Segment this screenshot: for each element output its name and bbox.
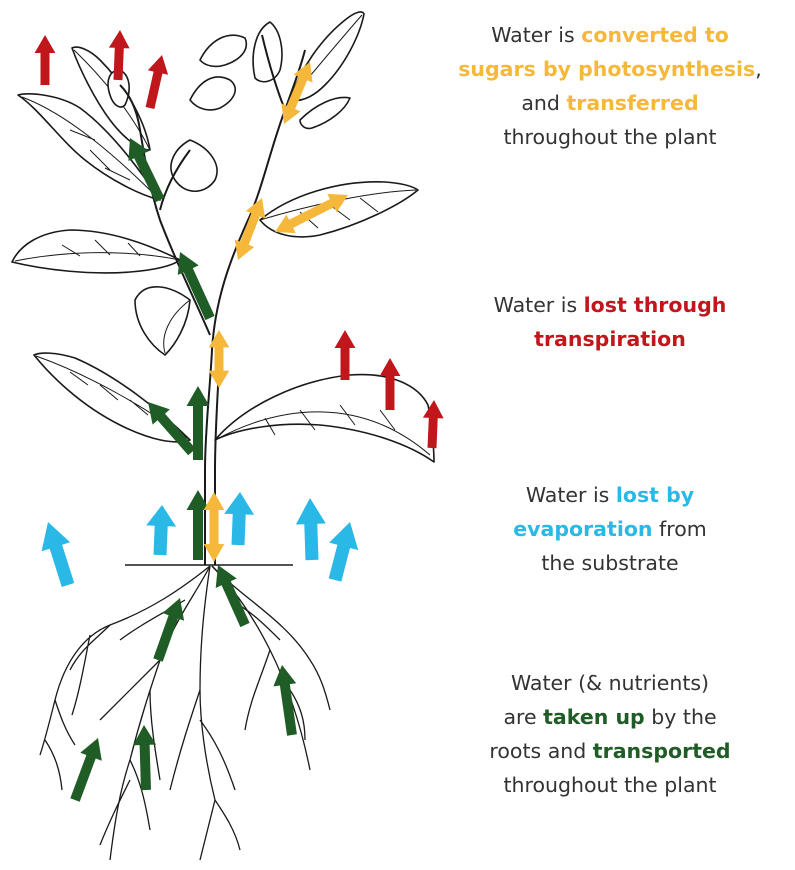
leaf: [300, 97, 350, 128]
caption-evaporation: Water is lost by evaporation from the su…: [440, 478, 780, 580]
evaporation-arrow: [329, 522, 359, 582]
transpiration-arrow: [146, 55, 169, 109]
uptake-arrow: [153, 598, 184, 662]
caption-text: Water is: [491, 23, 581, 47]
caption-text: roots and: [489, 739, 592, 763]
evaporation-arrow: [146, 505, 176, 555]
leaf: [190, 77, 235, 110]
caption-highlight: transpiration: [534, 327, 686, 351]
evaporation-arrow: [224, 492, 254, 545]
uptake-arrow: [187, 490, 210, 560]
main-stem: [205, 50, 305, 565]
caption-highlight: converted to: [581, 23, 729, 47]
caption-highlight: evaporation: [513, 517, 652, 541]
caption-text: from: [653, 517, 707, 541]
leaf: [215, 375, 434, 462]
caption-highlight: lost through: [584, 293, 727, 317]
caption-highlight: taken up: [543, 705, 645, 729]
caption-text: Water (& nutrients): [511, 671, 709, 695]
caption-highlight: lost by: [616, 483, 694, 507]
uptake-arrow: [273, 665, 297, 736]
uptake-arrow: [216, 565, 250, 627]
leaf: [171, 140, 217, 191]
transpiration-arrow: [335, 330, 356, 380]
evaporation-arrow: [296, 498, 326, 560]
caption-text: Water is: [526, 483, 616, 507]
sugar-transfer-arrow: [204, 492, 225, 562]
caption-highlight: transported: [593, 739, 731, 763]
caption-text: Water is: [494, 293, 584, 317]
leaf: [253, 22, 282, 82]
caption-text: throughout the plant: [503, 125, 716, 149]
caption-text: are: [503, 705, 543, 729]
caption-transpiration: Water is lost through transpiration: [440, 288, 780, 356]
caption-text: by the: [645, 705, 717, 729]
caption-text: the substrate: [541, 551, 678, 575]
transpiration-arrow: [35, 35, 56, 85]
caption-uptake: Water (& nutrients) are taken up by the …: [440, 666, 780, 802]
caption-text: throughout the plant: [503, 773, 716, 797]
evaporation-arrow: [42, 522, 75, 587]
caption-highlight: sugars by photosynthesis: [458, 57, 755, 81]
leaf: [200, 35, 246, 66]
leaf: [12, 230, 180, 273]
caption-text: ,: [755, 57, 762, 81]
caption-highlight: transferred: [566, 91, 698, 115]
caption-text: and: [521, 91, 566, 115]
caption-photosynthesis: Water is converted to sugars by photosyn…: [440, 18, 780, 154]
leaf: [135, 287, 190, 355]
sugar-transfer-arrow: [235, 198, 265, 260]
plant-leaves: [12, 12, 434, 462]
uptake-arrow: [70, 738, 102, 802]
